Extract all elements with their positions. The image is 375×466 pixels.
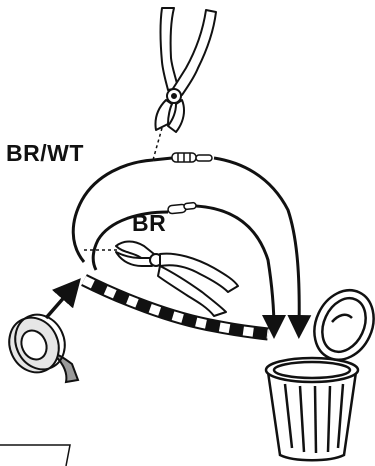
page-frame-corner	[0, 445, 70, 466]
electrical-tape-icon	[0, 306, 78, 382]
wire-label-br-wt: BR/WT	[6, 140, 84, 167]
arrow-icon	[46, 286, 74, 318]
br-wt-wire-right	[214, 158, 299, 330]
wire-label-br: BR	[132, 210, 166, 237]
cut-guide-line-top	[153, 128, 162, 160]
cutting-pliers-icon	[155, 8, 216, 132]
trash-can-icon	[266, 281, 375, 461]
bullet-connector-middle	[168, 202, 197, 214]
bullet-connector-top	[172, 153, 212, 162]
